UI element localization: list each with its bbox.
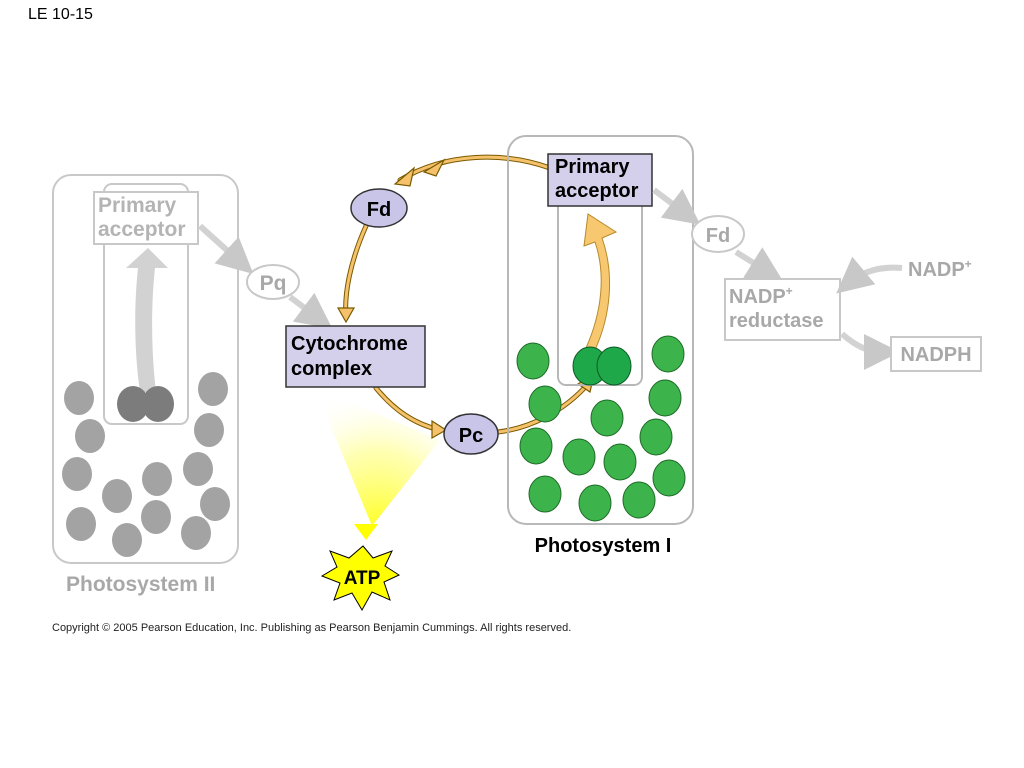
antenna-pigment bbox=[528, 475, 562, 513]
antenna-pigment bbox=[200, 487, 230, 521]
photosystem-i-primary-acceptor-label-2: acceptor bbox=[555, 180, 639, 202]
antenna-pigment bbox=[142, 462, 172, 496]
antenna-pigment bbox=[516, 342, 550, 380]
arrow-to-nadph bbox=[840, 331, 900, 370]
atp-label: ATP bbox=[344, 568, 381, 589]
svg-text:NADP+ reductase: NADP+ reductase bbox=[729, 278, 824, 332]
antenna-pigment bbox=[62, 457, 92, 491]
antenna-pigment bbox=[648, 379, 682, 417]
nadp-reductase-superscript: + bbox=[786, 284, 793, 298]
fd-label-cyclic: Fd bbox=[367, 199, 391, 221]
antenna-pigment bbox=[183, 452, 213, 486]
antenna-pigment bbox=[75, 419, 105, 453]
antenna-pigment bbox=[519, 427, 553, 465]
photosystem-i-title: Photosystem I bbox=[535, 535, 672, 557]
nadph-label: NADPH bbox=[900, 344, 971, 366]
p680-chlorophyll-right bbox=[142, 386, 174, 422]
photosystem-ii-outline bbox=[52, 174, 239, 564]
arrow-psi-acceptor-to-fd-noncyclic bbox=[652, 187, 701, 225]
photosystem-ii-antenna-pigments bbox=[62, 372, 230, 557]
antenna-pigment bbox=[651, 335, 685, 373]
arrow-pq-to-cytochrome bbox=[288, 292, 333, 329]
antenna-pigment bbox=[652, 459, 686, 497]
p680-chlorophyll-left bbox=[117, 386, 149, 422]
antenna-pigment bbox=[64, 381, 94, 415]
photosystem-i-excitation-arrow bbox=[583, 213, 618, 353]
antenna-pigment bbox=[141, 500, 171, 534]
photosystem-i-antenna-pigments bbox=[516, 335, 686, 522]
antenna-pigment bbox=[622, 481, 656, 519]
nadp-plus-superscript: + bbox=[965, 257, 972, 271]
antenna-pigment bbox=[198, 372, 228, 406]
fd-oval-cyclic bbox=[350, 188, 408, 228]
arrowhead-top-arc bbox=[422, 158, 446, 177]
antenna-pigment bbox=[181, 516, 211, 550]
photosystem-ii-primary-acceptor-label-2: acceptor bbox=[98, 218, 186, 241]
antenna-pigment bbox=[639, 418, 673, 456]
nadp-reductase-label-1: NADP bbox=[729, 286, 786, 308]
fd-carrier-cyclic: Fd bbox=[350, 188, 408, 228]
fd-label-noncyclic: Fd bbox=[706, 225, 730, 247]
nadp-reductase-box bbox=[724, 278, 841, 341]
svg-text:Primary acceptor: Primary acceptor bbox=[555, 156, 639, 202]
fd-oval-noncyclic bbox=[691, 215, 745, 253]
antenna-pigment bbox=[578, 484, 612, 522]
pq-carrier: Pq bbox=[246, 264, 300, 300]
arrow-psii-acceptor-to-pq bbox=[197, 223, 254, 275]
nadp-reductase: NADP+ reductase bbox=[724, 278, 841, 341]
p700-chlorophyll-right bbox=[596, 346, 632, 386]
antenna-pigment bbox=[112, 523, 142, 557]
nadph-box bbox=[890, 336, 982, 372]
arrowhead-cytochrome bbox=[336, 307, 356, 324]
svg-text:NADP+: NADP+ bbox=[908, 257, 972, 281]
photosystem-ii-reaction-center-outline bbox=[103, 183, 189, 425]
pc-label: Pc bbox=[459, 425, 483, 447]
atp-beam-arrowhead bbox=[354, 524, 378, 540]
svg-text:Cytochrome complex: Cytochrome complex bbox=[291, 333, 413, 380]
atp-burst: ATP bbox=[320, 545, 401, 612]
photosystem-ii-title: Photosystem II bbox=[66, 573, 215, 596]
photosystem-i: Primary acceptor Photosystem I bbox=[507, 135, 694, 557]
antenna-pigment bbox=[194, 413, 224, 447]
arrowhead-fd bbox=[393, 166, 415, 187]
antenna-pigment bbox=[528, 385, 562, 423]
antenna-pigment bbox=[66, 507, 96, 541]
arrow-fd-to-nadp-reductase bbox=[734, 247, 784, 282]
cytochrome-complex-box bbox=[285, 325, 426, 388]
svg-text:Primary acceptor: Primary acceptor bbox=[98, 194, 186, 241]
antenna-pigment bbox=[603, 443, 637, 481]
antenna-pigment bbox=[590, 399, 624, 437]
pc-carrier: Pc bbox=[443, 413, 499, 455]
photosystem-i-outline bbox=[507, 135, 694, 525]
photosystem-ii-excitation-arrow bbox=[126, 248, 168, 392]
fd-carrier-noncyclic: Fd bbox=[691, 215, 745, 253]
pq-label: Pq bbox=[260, 272, 287, 295]
photosystem-i-primary-acceptor-box bbox=[547, 153, 653, 207]
atp-energy-beam bbox=[315, 388, 440, 526]
cytochrome-complex-label-1: Cytochrome bbox=[291, 333, 408, 355]
nadp-reductase-label-2: reductase bbox=[729, 310, 824, 332]
antenna-pigment bbox=[562, 438, 596, 476]
nadph: NADPH bbox=[890, 336, 982, 372]
nadp-plus-label: NADP bbox=[908, 259, 965, 281]
arrow-nadp-plus-in bbox=[836, 256, 903, 294]
slide-label: LE 10-15 bbox=[28, 6, 93, 23]
cytochrome-complex-label-2: complex bbox=[291, 358, 372, 380]
pc-oval bbox=[443, 413, 499, 455]
arrowhead-pc bbox=[431, 419, 448, 440]
antenna-pigment bbox=[102, 479, 132, 513]
cytochrome-complex: Cytochrome complex bbox=[285, 325, 426, 388]
photosystem-i-primary-acceptor-label-1: Primary bbox=[555, 156, 630, 178]
photosystem-ii-primary-acceptor-label-1: Primary bbox=[98, 194, 177, 217]
atp-starburst bbox=[320, 545, 401, 612]
photosystem-ii: Primary acceptor Photosystem II bbox=[52, 174, 239, 596]
photosystem-ii-primary-acceptor-box bbox=[93, 191, 199, 245]
copyright-notice: Copyright © 2005 Pearson Education, Inc.… bbox=[52, 622, 572, 634]
pq-oval bbox=[246, 264, 300, 300]
